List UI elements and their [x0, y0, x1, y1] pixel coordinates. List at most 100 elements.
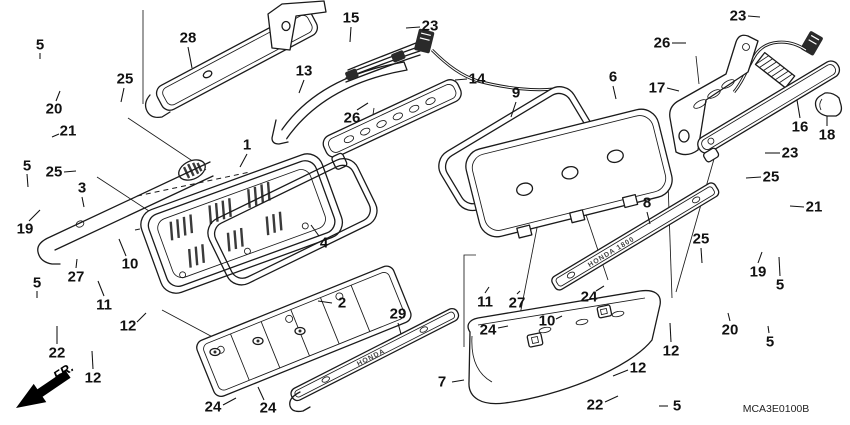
part-callout-1: 1 [242, 136, 252, 154]
part-callout-5: 5 [22, 157, 32, 175]
part-7-lower-cover [467, 289, 661, 405]
callout-leader-line [767, 325, 770, 334]
part-callout-12: 12 [84, 369, 102, 387]
part-callout-20: 20 [45, 100, 63, 118]
part-callout-24: 24 [479, 321, 497, 339]
callout-leader-line [604, 395, 619, 403]
leader-lines [26, 15, 828, 407]
part-callout-24: 24 [259, 399, 277, 417]
callout-leader-line [727, 312, 731, 322]
callout-leader-line [646, 211, 651, 225]
callout-leader-line [612, 85, 617, 100]
callout-leader-line [91, 350, 94, 370]
callout-leader-line [612, 369, 629, 377]
callout-leader-line [97, 280, 105, 297]
part-callout-23: 23 [421, 17, 439, 35]
callout-leader-line [405, 26, 421, 29]
part-callout-5: 5 [765, 333, 775, 351]
part-13-garnish [271, 61, 462, 170]
part-callout-5: 5 [775, 276, 785, 294]
callout-leader-line [356, 102, 369, 111]
part-callout-17: 17 [648, 79, 666, 97]
part-callout-25: 25 [116, 70, 134, 88]
callout-leader-line [796, 99, 801, 119]
part-17-stay [669, 34, 759, 156]
callout-leader-line [669, 322, 672, 343]
part-28-upper-molding [144, 0, 327, 119]
part-callout-7: 7 [437, 373, 447, 391]
part-callout-19: 19 [749, 263, 767, 281]
callout-leader-line [118, 238, 127, 257]
part-callout-22: 22 [586, 396, 604, 414]
callout-leader-line [497, 325, 509, 329]
part-29-molding-strip: HONDA [289, 307, 460, 413]
part-callout-26: 26 [653, 34, 671, 52]
callout-leader-line [136, 312, 147, 323]
callout-leader-line [26, 173, 29, 188]
callout-leader-line [28, 209, 41, 222]
part-2-bracket [196, 265, 412, 398]
part-callout-25: 25 [692, 230, 710, 248]
part-callout-10: 10 [538, 312, 556, 330]
part-16-molding [697, 60, 841, 163]
part-callout-28: 28 [179, 29, 197, 47]
part-callout-23: 23 [781, 144, 799, 162]
callout-leader-line [51, 133, 60, 138]
cable-right [732, 31, 823, 93]
callout-leader-line [317, 300, 333, 304]
part-callout-16: 16 [791, 118, 809, 136]
callout-leader-line [81, 196, 85, 208]
part-callout-12: 12 [629, 359, 647, 377]
part-callout-5: 5 [32, 274, 42, 292]
callout-leader-line [55, 90, 61, 102]
callout-leader-line [63, 170, 77, 173]
part-callout-13: 13 [295, 62, 313, 80]
part-14-tube [345, 28, 555, 92]
callout-leader-line [451, 379, 465, 383]
part-4-seal [207, 158, 378, 286]
part-callout-23: 23 [729, 7, 747, 25]
part-callout-22: 22 [48, 344, 66, 362]
callout-leader-line [349, 26, 352, 43]
part-callout-25: 25 [762, 168, 780, 186]
callout-leader-line [310, 224, 320, 237]
callout-leader-line [778, 256, 781, 277]
callout-leader-line [700, 247, 703, 264]
part-callout-3: 3 [77, 179, 87, 197]
part-callout-12: 12 [119, 317, 137, 335]
callout-leader-line [555, 315, 563, 320]
part-callout-29: 29 [389, 305, 407, 323]
part-callout-27: 27 [508, 294, 526, 312]
part-callout-5: 5 [672, 397, 682, 415]
part-callout-26: 26 [343, 109, 361, 127]
part-callout-27: 27 [67, 268, 85, 286]
callout-leader-line [745, 176, 762, 179]
callout-leader-line [75, 258, 78, 269]
callout-leader-line [484, 286, 490, 294]
part-3-lower-molding [37, 161, 214, 265]
callout-leader-line [222, 397, 237, 406]
part-callout-25: 25 [45, 163, 63, 181]
part-6-side-cover-right [465, 108, 673, 239]
part-callout-21: 21 [805, 198, 823, 216]
callout-leader-line [257, 386, 265, 401]
part-callout-4: 4 [319, 234, 329, 252]
part-callout-20: 20 [721, 321, 739, 339]
fr-direction-arrow: FR. [16, 360, 76, 408]
part-callout-8: 8 [642, 194, 652, 212]
callout-leader-line [187, 46, 193, 69]
part-callout-9: 9 [511, 84, 521, 102]
part-callout-18: 18 [818, 126, 836, 144]
part-callout-15: 15 [342, 9, 360, 27]
part-callout-21: 21 [59, 122, 77, 140]
callout-leader-line [454, 78, 468, 81]
part-callout-24: 24 [204, 398, 222, 416]
part-callout-14: 14 [468, 70, 486, 88]
part-callout-10: 10 [121, 255, 139, 273]
part-18-pad [814, 92, 843, 117]
callout-leader-line [666, 87, 680, 92]
part-callout-24: 24 [580, 288, 598, 306]
callout-leader-line [120, 87, 125, 103]
